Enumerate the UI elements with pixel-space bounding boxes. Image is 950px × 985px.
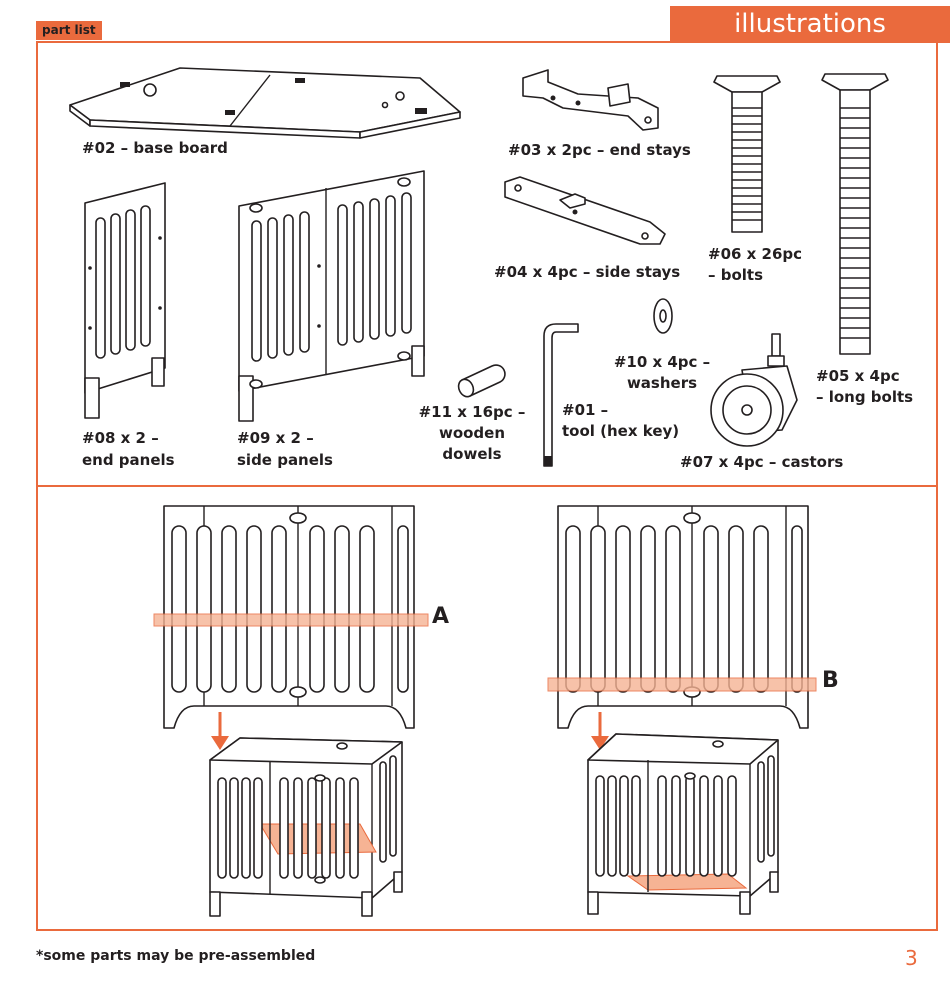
hex-key-label-line2: tool (hex key) <box>562 421 679 441</box>
dowel-illustration <box>452 360 512 400</box>
option-a-cot-illustration <box>200 732 410 922</box>
option-b-label: B <box>822 668 839 693</box>
option-b-cot-illustration <box>578 728 792 918</box>
option-a-label: A <box>432 604 449 629</box>
side-panel-illustration <box>234 166 434 426</box>
page-number: 3 <box>905 946 918 970</box>
option-b-side-panel-illustration <box>554 502 816 742</box>
base-board-label: #02 – base board <box>82 138 228 158</box>
long-bolts-label-line2: – long bolts <box>816 387 913 407</box>
hex-key-label-line1: #01 – <box>562 400 608 420</box>
side-panels-label-line2: side panels <box>237 450 333 470</box>
bolts-label-line1: #06 x 26pc <box>708 244 802 264</box>
dowels-label-line3: dowels <box>418 444 526 464</box>
bolts-label-line2: – bolts <box>708 265 763 285</box>
bolt-illustration <box>712 68 782 238</box>
part-list-tag: part list <box>36 21 102 40</box>
side-stays-label: #04 x 4pc – side stays <box>494 262 680 282</box>
footnote: *some parts may be pre-assembled <box>36 948 315 964</box>
castor-illustration <box>702 330 812 450</box>
washers-label-line2: washers <box>612 373 712 393</box>
end-stays-label: #03 x 2pc – end stays <box>508 140 691 160</box>
end-panels-label-line1: #08 x 2 – <box>82 428 159 448</box>
end-panels-label-line2: end panels <box>82 450 175 470</box>
dowels-label-line1: #11 x 16pc – <box>418 402 526 422</box>
hex-key-illustration <box>526 318 586 468</box>
long-bolts-label-line1: #05 x 4pc <box>816 366 900 386</box>
castors-label: #07 x 4pc – castors <box>680 452 843 472</box>
washers-label-line1: #10 x 4pc – <box>612 352 712 372</box>
dowels-label-line2: wooden <box>418 423 526 443</box>
long-bolt-illustration <box>820 68 890 358</box>
washer-illustration <box>648 296 678 336</box>
section-title-tab: illustrations <box>670 6 950 43</box>
end-stays-illustration <box>518 68 678 138</box>
end-panel-illustration <box>80 178 180 423</box>
base-board-illustration <box>60 60 480 140</box>
side-panels-label-line1: #09 x 2 – <box>237 428 314 448</box>
option-a-side-panel-illustration <box>160 502 420 742</box>
side-stays-illustration <box>500 172 670 252</box>
